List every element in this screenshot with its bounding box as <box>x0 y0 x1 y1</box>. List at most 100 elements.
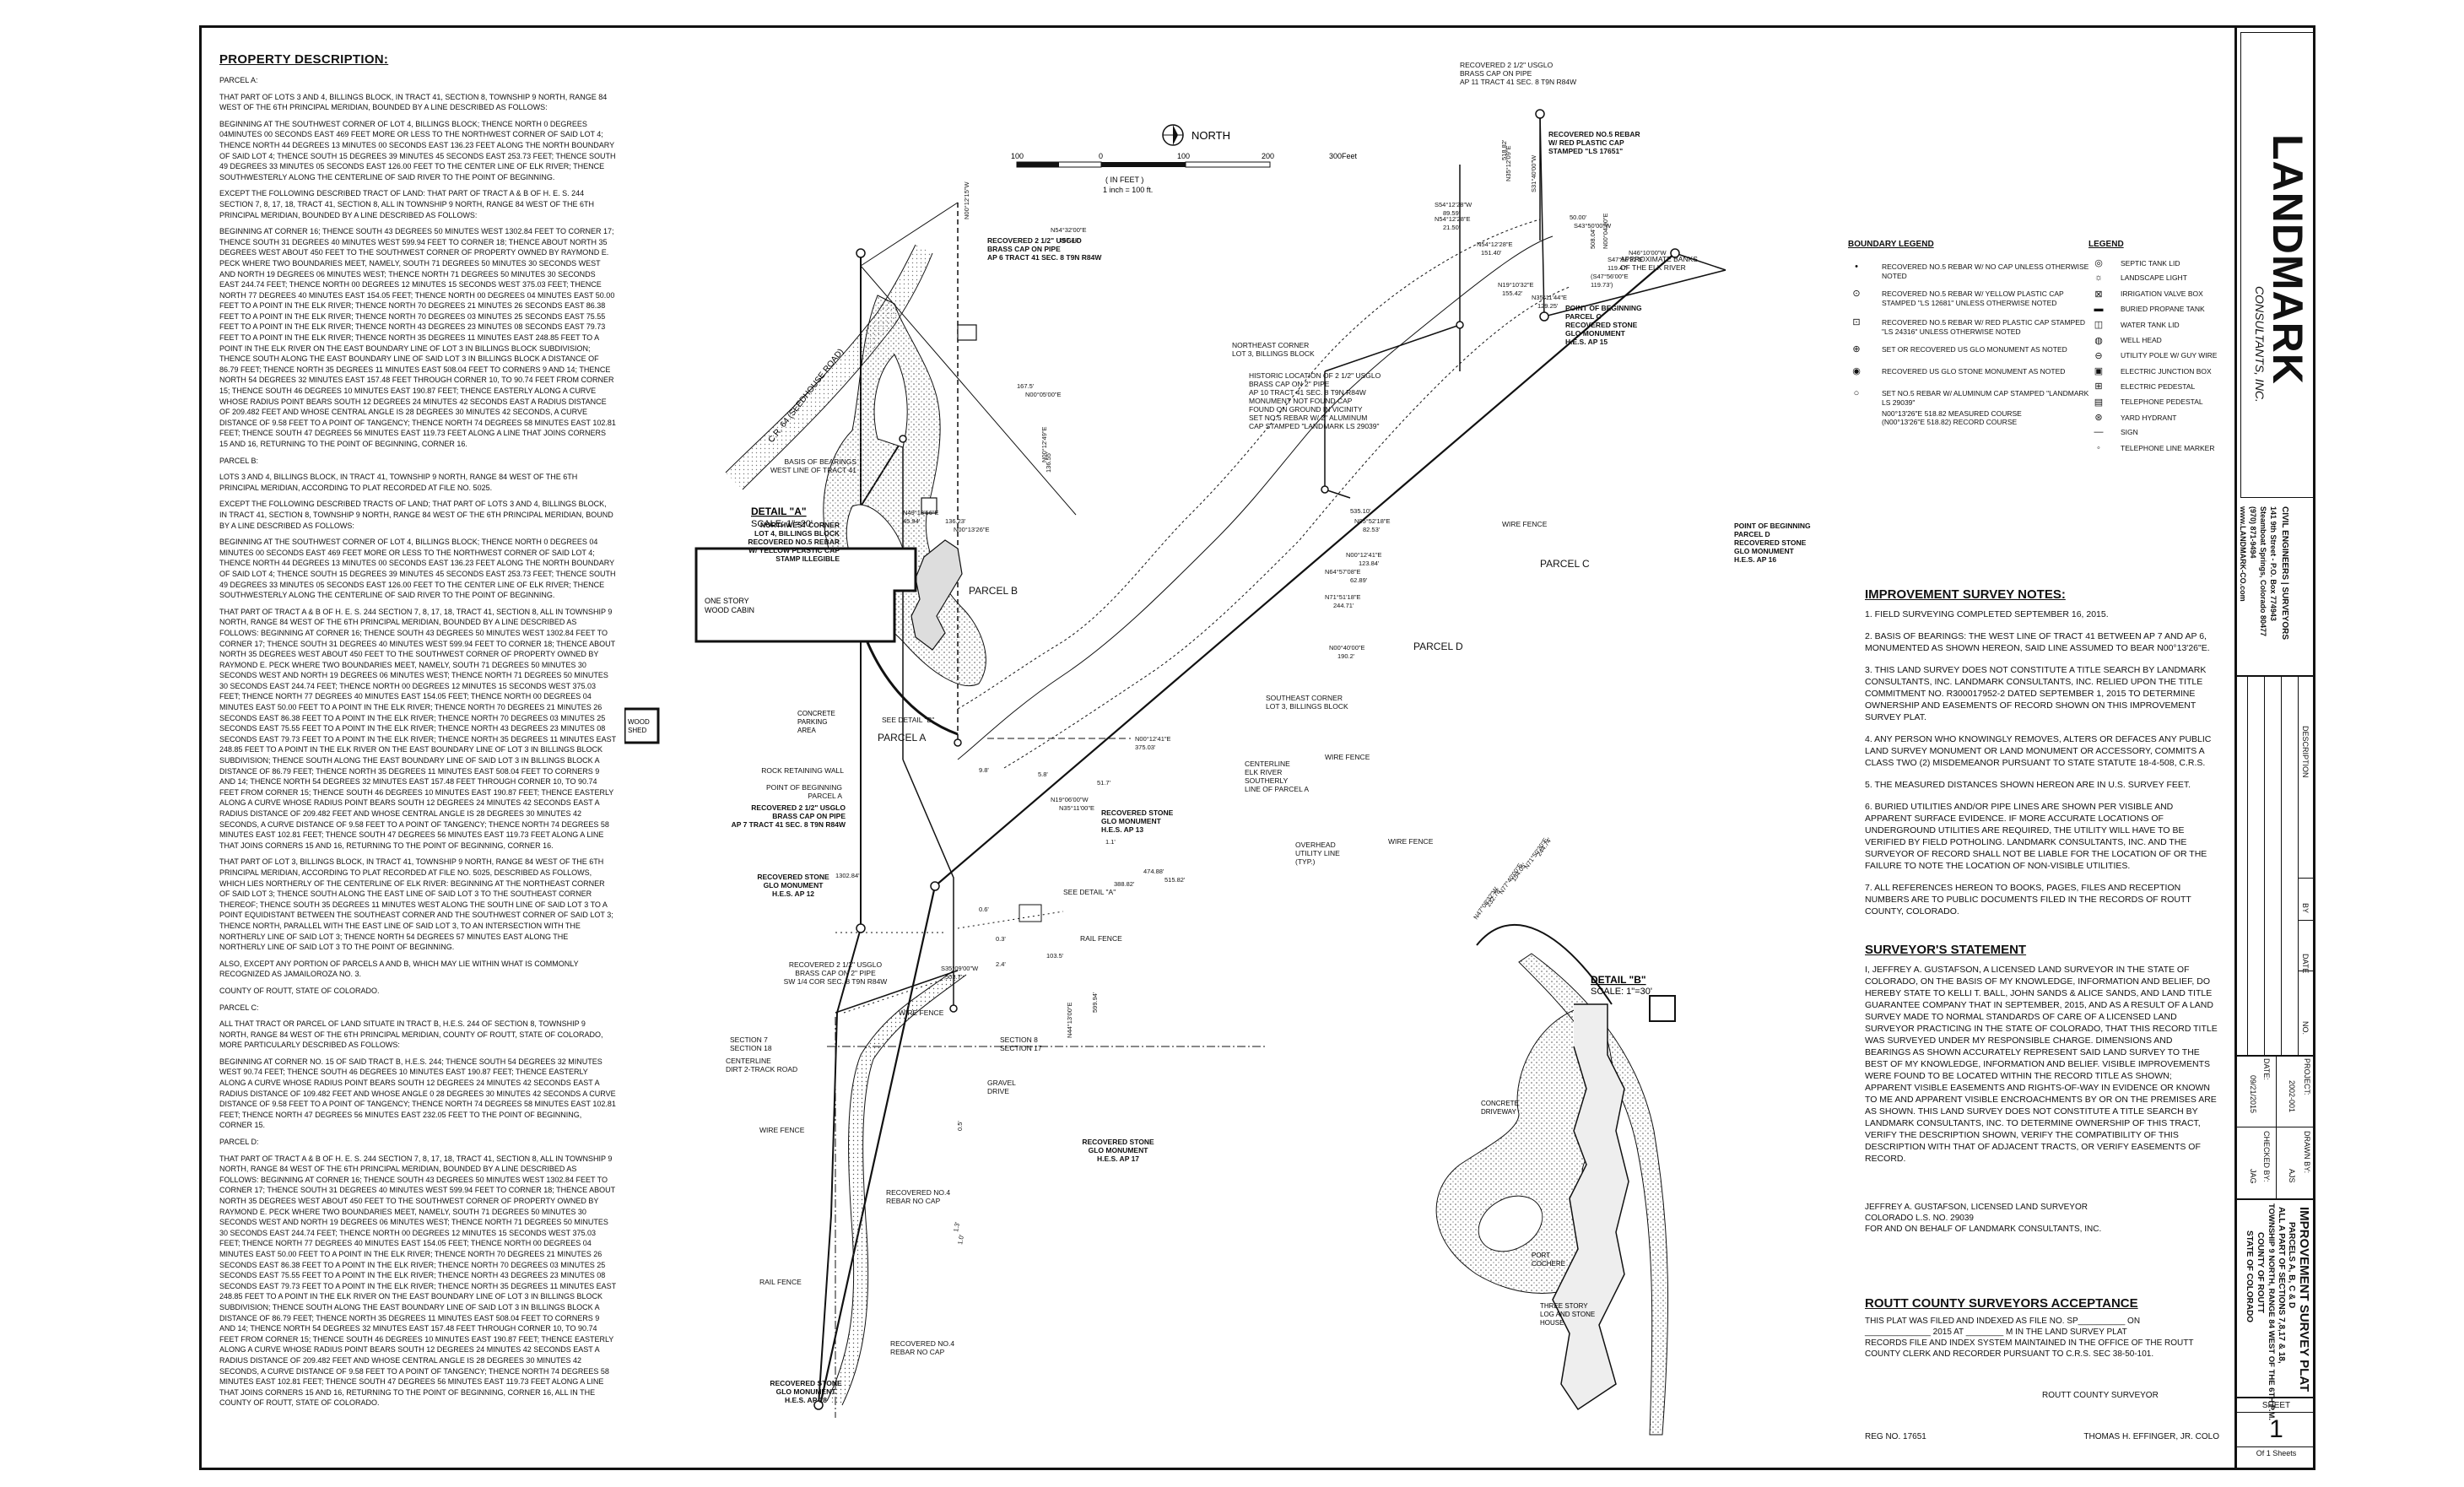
label-wire-fence-3: WIRE FENCE <box>1388 837 1434 846</box>
svg-text:ELK RIVER: ELK RIVER <box>1245 768 1282 776</box>
legal-paragraph: THAT PART OF LOT 3, BILLINGS BLOCK, IN T… <box>219 857 613 952</box>
property-description: PROPERTY DESCRIPTION: PARCEL A:THAT PART… <box>219 52 616 1453</box>
svg-text:GLO MONUMENT: GLO MONUMENT <box>1734 547 1795 555</box>
bearing-callout: 82.53' <box>1363 526 1381 533</box>
bearing-callout: 515.82' <box>1164 876 1186 884</box>
svg-text:BRASS CAP ON PIPE: BRASS CAP ON PIPE <box>987 245 1061 253</box>
parking-label-2: PARKING <box>797 718 827 726</box>
surveyor-statement: SURVEYOR'S STATEMENT I, JEFFREY A. GUSTA… <box>1865 943 2219 1235</box>
bearing-callout: 2.4' <box>996 960 1006 968</box>
svg-text:W/ RED PLASTIC CAP: W/ RED PLASTIC CAP <box>1548 138 1624 147</box>
symbol-legend: LEGEND ◎SEPTIC TANK LID☼LANDSCAPE LIGHT⊠… <box>2088 240 2232 460</box>
boundary-symbol-icon: ⊡ <box>1852 317 1861 327</box>
svg-text:OVERHEAD: OVERHEAD <box>1295 841 1336 849</box>
statement-sig-2: COLORADO L.S. NO. 29039 <box>1865 1214 1974 1223</box>
legal-paragraph: PARCEL D: <box>219 1138 259 1147</box>
firm-name-2: CONSULTANTS, INC. <box>2253 286 2267 403</box>
drawn-value: AJS <box>2288 1169 2296 1183</box>
svg-text:RECOVERED 2 1/2" USGLO: RECOVERED 2 1/2" USGLO <box>789 960 883 969</box>
svg-text:GLO MONUMENT: GLO MONUMENT <box>1089 1146 1149 1154</box>
detail-b-scale: SCALE: 1"=30' <box>1591 987 1652 997</box>
legend-text: TELEPHONE PEDESTAL <box>2121 397 2203 407</box>
svg-text:RECOVERED NO.4: RECOVERED NO.4 <box>890 1339 954 1348</box>
parking-label-1: CONCRETE <box>797 710 835 717</box>
survey-note: 1. FIELD SURVEYING COMPLETED SEPTEMBER 1… <box>1865 609 2109 619</box>
date-value: 09/21/2015 <box>2249 1075 2257 1114</box>
bearing-callout: N19°06'00"W <box>1051 796 1089 803</box>
detail-a-title: DETAIL "A" <box>751 506 807 517</box>
bearing-callout: 136.23' <box>945 517 966 525</box>
boundary-legend: BOUNDARY LEGEND •RECOVERED NO.5 REBAR W/… <box>1848 240 2101 431</box>
bearing-callout: N35°12'09"E <box>1505 145 1512 181</box>
shed-label-2: SHED <box>628 727 646 734</box>
svg-text:RECOVERED STONE: RECOVERED STONE <box>757 873 829 881</box>
svg-text:CENTERLINE: CENTERLINE <box>726 1057 771 1065</box>
acceptance-reg: REG NO. 17651 <box>1865 1432 1926 1441</box>
bearing-callout: S54°12'28"W <box>1435 201 1472 208</box>
scale-tick-0: 100 <box>1011 152 1024 160</box>
svg-text:SECTION 7: SECTION 7 <box>730 1035 768 1044</box>
bearing-callout: 599.94' <box>1091 992 1099 1013</box>
legal-paragraph: EXCEPT THE FOLLOWING DESCRIBED TRACT OF … <box>219 189 594 219</box>
boundary-legend-text: RECOVERED NO.5 REBAR W/ YELLOW PLASTIC C… <box>1882 289 2064 307</box>
svg-text:SECTION 8: SECTION 8 <box>1000 1035 1038 1044</box>
bearing-callout: 123.84' <box>1359 560 1380 567</box>
bearing-callout: 155.42' <box>1502 289 1523 297</box>
checked-label: CHECKED BY: <box>2262 1131 2271 1182</box>
bearing-callout: 508.04' <box>1589 228 1597 249</box>
plan-sub-2: ALL A PART OF SECTIONS 7,8,17 & 18, <box>2277 1207 2286 1364</box>
bearing-callout: 518.82' <box>1500 139 1508 160</box>
boundary-legend-text: RECOVERED US GLO STONE MONUMENT AS NOTED <box>1882 367 2066 376</box>
survey-note: 5. THE MEASURED DISTANCES SHOWN HEREON A… <box>1865 780 2191 790</box>
plan-sub-4: COUNTY OF ROUTT <box>2256 1232 2265 1313</box>
svg-text:RECOVERED STONE: RECOVERED STONE <box>1101 808 1174 817</box>
bearing-callout: 51.7' <box>1097 779 1111 787</box>
bearing-callout: N00°13'26"E <box>954 526 990 533</box>
bearing-callout: 136.55' <box>1045 452 1052 473</box>
legend-items: ◎SEPTIC TANK LID☼LANDSCAPE LIGHT⊠IRRIGAT… <box>2088 257 2232 460</box>
label-parcel-a: PARCEL A <box>878 732 926 744</box>
scale-tick-2: 100 <box>1177 152 1190 160</box>
acceptance-line-2: ______________ 2015 AT ________ M IN THE… <box>1865 1327 2127 1337</box>
house-label-1: THREE STORY <box>1540 1302 1588 1310</box>
svg-text:GLO MONUMENT: GLO MONUMENT <box>1565 329 1626 338</box>
svg-text:UTILITY LINE: UTILITY LINE <box>1295 849 1340 857</box>
detail-b-title: DETAIL "B" <box>1591 974 1646 986</box>
legend-item: ⊛YARD HYDRANT <box>2088 412 2176 423</box>
bearing-callout: S35°09'00"W <box>941 965 979 972</box>
svg-text:H.E.S. AP 12: H.E.S. AP 12 <box>772 889 814 898</box>
svg-text:GLO MONUMENT: GLO MONUMENT <box>776 1387 837 1396</box>
svg-text:REBAR NO CAP: REBAR NO CAP <box>890 1348 945 1356</box>
boundary-legend-item: ○SET NO.5 REBAR W/ ALUMINUM CAP STAMPED … <box>1854 389 2093 408</box>
bearing-callout: N54°12'28"E <box>1477 241 1513 248</box>
svg-text:AP 6 TRACT 41 SEC. 8 T9N R84W: AP 6 TRACT 41 SEC. 8 T9N R84W <box>987 253 1102 262</box>
legend-item: ◎SEPTIC TANK LID <box>2088 257 2180 268</box>
svg-text:SECTION 17: SECTION 17 <box>1000 1044 1042 1052</box>
house-label-3: HOUSE <box>1540 1319 1564 1327</box>
bearing-callout: 157.48' <box>1059 236 1080 244</box>
svg-text:HISTORIC LOCATION OF 2 1/2" US: HISTORIC LOCATION OF 2 1/2" USGLO <box>1249 371 1381 380</box>
svg-text:STAMPED "LS 17651": STAMPED "LS 17651" <box>1548 147 1623 155</box>
rev-col-date: DATE <box>2301 954 2310 974</box>
label-wire-fence-5: WIRE FENCE <box>759 1126 805 1134</box>
boundary-legend-items: •RECOVERED NO.5 REBAR W/ NO CAP UNLESS O… <box>1848 262 2101 431</box>
legend-text: IRRIGATION VALVE BOX <box>2121 289 2203 299</box>
legend-symbol-icon: ◫ <box>2094 320 2104 331</box>
label-parcel-b: PARCEL B <box>969 585 1018 597</box>
bearing-callout: 244.71' <box>1333 602 1354 609</box>
boundary-legend-item: ⊙RECOVERED NO.5 REBAR W/ YELLOW PLASTIC … <box>1852 289 2093 308</box>
boundary-symbol-icon: ○ <box>1853 388 1860 398</box>
bearing-callout: N49°18'56"E <box>903 509 939 516</box>
svg-text:SW 1/4 COR SEC. 8 T9N R84W: SW 1/4 COR SEC. 8 T9N R84W <box>784 977 888 986</box>
bearing-callout: 45.94' <box>903 517 921 525</box>
